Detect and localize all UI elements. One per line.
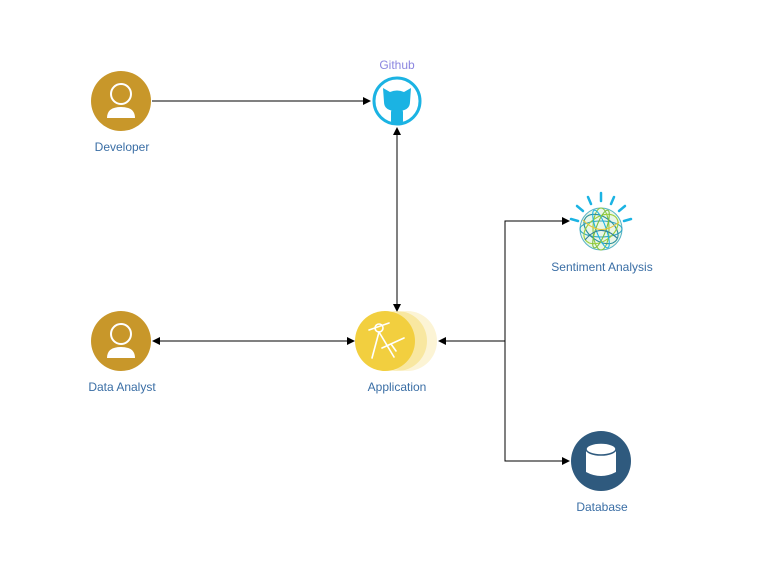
- compass-pen-icon: [368, 322, 405, 359]
- github-node[interactable]: [372, 76, 422, 126]
- sentiment-analysis-label: Sentiment Analysis: [551, 260, 653, 274]
- github-label: Github: [379, 58, 415, 72]
- github-icon: [383, 88, 411, 124]
- person-icon: [107, 323, 135, 358]
- developer-label: Developer: [94, 140, 150, 154]
- application-node[interactable]: [355, 311, 437, 371]
- data-analyst-node[interactable]: [91, 311, 151, 371]
- database-cylinder-icon: [585, 442, 617, 476]
- edge-application-database: [504, 341, 570, 465]
- person-icon: [107, 83, 135, 118]
- application-label: Application: [367, 380, 427, 394]
- database-node[interactable]: [571, 431, 631, 491]
- data-analyst-label: Data Analyst: [88, 380, 156, 394]
- database-label: Database: [576, 500, 628, 514]
- sentiment-analysis-node[interactable]: [569, 191, 633, 251]
- developer-node[interactable]: [91, 71, 151, 131]
- edges: [152, 97, 570, 465]
- edge-application-sentiment: [438, 217, 570, 345]
- watson-globe-icon: [569, 191, 633, 251]
